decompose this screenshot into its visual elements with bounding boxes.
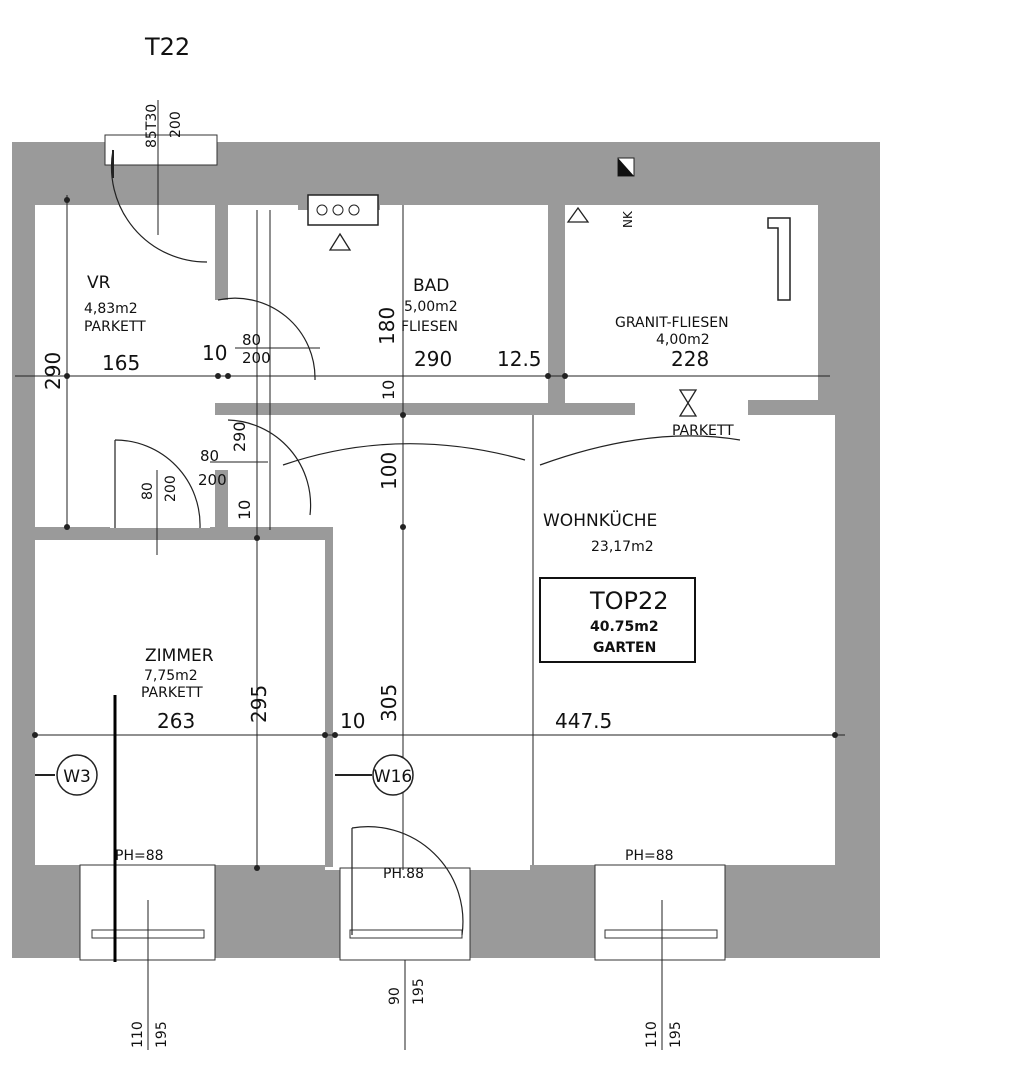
dim-entry-h: 200: [168, 111, 184, 138]
bad-name: BAD: [413, 276, 449, 296]
partition-wall: [215, 470, 228, 530]
dimension-ticks: [32, 197, 838, 871]
dim-bad-height: 180: [375, 307, 399, 345]
dim-10-c: 10: [235, 500, 254, 520]
dim-12-5: 12.5: [497, 347, 542, 371]
zimmer-name: ZIMMER: [145, 646, 214, 666]
zimmer-door-swing: [114, 439, 201, 529]
zimmer-floor: [35, 540, 325, 865]
dim-290-b: 290: [230, 421, 249, 452]
summary-box: [539, 577, 696, 663]
entry-opening: [104, 134, 218, 166]
dim-zdoor-h: 200: [163, 475, 179, 502]
unit-title: T22: [144, 33, 190, 61]
door-symbol: [678, 389, 698, 417]
partition-wall: [210, 527, 330, 540]
granit-floor: [567, 210, 817, 400]
vr-area: 4,83m2: [84, 301, 138, 317]
dim-win2-b: 195: [411, 978, 427, 1005]
fixture-circle: [316, 204, 328, 216]
door-opening: [339, 867, 471, 961]
dim-80-a: 80: [242, 331, 261, 349]
dim-100: 100: [377, 452, 401, 490]
dim-win3-b: 195: [668, 1021, 684, 1048]
partition-wall: [748, 403, 818, 415]
dim-entry-w: 85T30: [144, 104, 160, 148]
w3-tag-circle: [56, 754, 98, 796]
summary-title: TOP22: [589, 587, 669, 615]
bad-floor-label: FLIESEN: [401, 319, 458, 335]
triangle-marker: [566, 206, 590, 223]
partition-wall: [325, 527, 333, 867]
sill-zimmer: PH=88: [115, 848, 164, 864]
dim-wk-height: 305: [377, 684, 401, 722]
bad-door-swing: [217, 297, 316, 381]
hall-door-swing: [227, 419, 312, 516]
granit-area: 4,00m2: [656, 332, 710, 348]
window-opening: [594, 864, 726, 961]
dim-80-b: 80: [200, 447, 219, 465]
granit-name: GRANIT-FLIESEN: [615, 315, 729, 331]
window-sill: [604, 929, 718, 939]
bad-area: 5,00m2: [404, 299, 458, 315]
summary-extra: GARTEN: [593, 640, 656, 656]
w16-tag: W16: [374, 767, 412, 787]
dim-10-b: 10: [379, 380, 398, 400]
opening-arc: [282, 443, 526, 466]
bad-floor: [230, 210, 548, 403]
summary-area: 40.75m2: [590, 619, 659, 635]
vr-floor: PARKETT: [84, 319, 146, 335]
dim-10-d: 10: [340, 709, 365, 733]
dim-vr-height: 290: [41, 352, 65, 390]
partition-wall: [548, 205, 565, 405]
terrace-door-swing: [351, 826, 464, 936]
opening-arc: [539, 435, 741, 466]
vr-name: VR: [87, 273, 111, 293]
dim-granit-width: 228: [671, 347, 709, 371]
dim-win1-a: 110: [130, 1021, 146, 1048]
dim-wk-width: 447.5: [555, 709, 612, 733]
dim-10-a: 10: [202, 341, 227, 365]
wohnkueche-name: WOHNKÜCHE: [543, 509, 657, 531]
dim-bad-width: 290: [414, 347, 452, 371]
zimmer-floor: PARKETT: [141, 685, 203, 701]
hall-floor: [228, 415, 330, 535]
sill-wohnkueche: PH=88: [625, 848, 674, 864]
triangle-marker: [328, 232, 352, 251]
parkett-label: PARKETT: [672, 423, 734, 439]
vr-floor: [36, 207, 214, 527]
dim-200-a: 200: [242, 349, 271, 367]
dim-win1-b: 195: [154, 1021, 170, 1048]
nk-marker-fill: [618, 158, 634, 176]
partition-wall: [215, 205, 228, 300]
dim-zimmer-height: 295: [247, 685, 271, 723]
door-sill: [349, 929, 463, 939]
nk-label: NK: [621, 210, 635, 228]
w3-tag: W3: [63, 767, 91, 787]
dim-win3-a: 110: [644, 1021, 660, 1048]
dim-win2-a: 90: [387, 987, 403, 1005]
partition-wall: [215, 403, 635, 415]
dim-zimmer-width: 263: [157, 709, 195, 733]
wohnkueche-area: 23,17m2: [591, 539, 654, 555]
sill-door: PH.88: [383, 866, 424, 882]
dim-zdoor-w: 80: [140, 482, 156, 500]
fixture-circle: [348, 204, 360, 216]
entry-door-swing: [110, 149, 208, 263]
partition-wall: [35, 527, 110, 540]
kitchen-counter: [767, 217, 791, 301]
w16-tag-circle: [372, 754, 414, 796]
fixture-circle: [332, 204, 344, 216]
dim-200-b: 200: [198, 471, 227, 489]
dim-vr-width: 165: [102, 351, 140, 375]
zimmer-area: 7,75m2: [144, 668, 198, 684]
